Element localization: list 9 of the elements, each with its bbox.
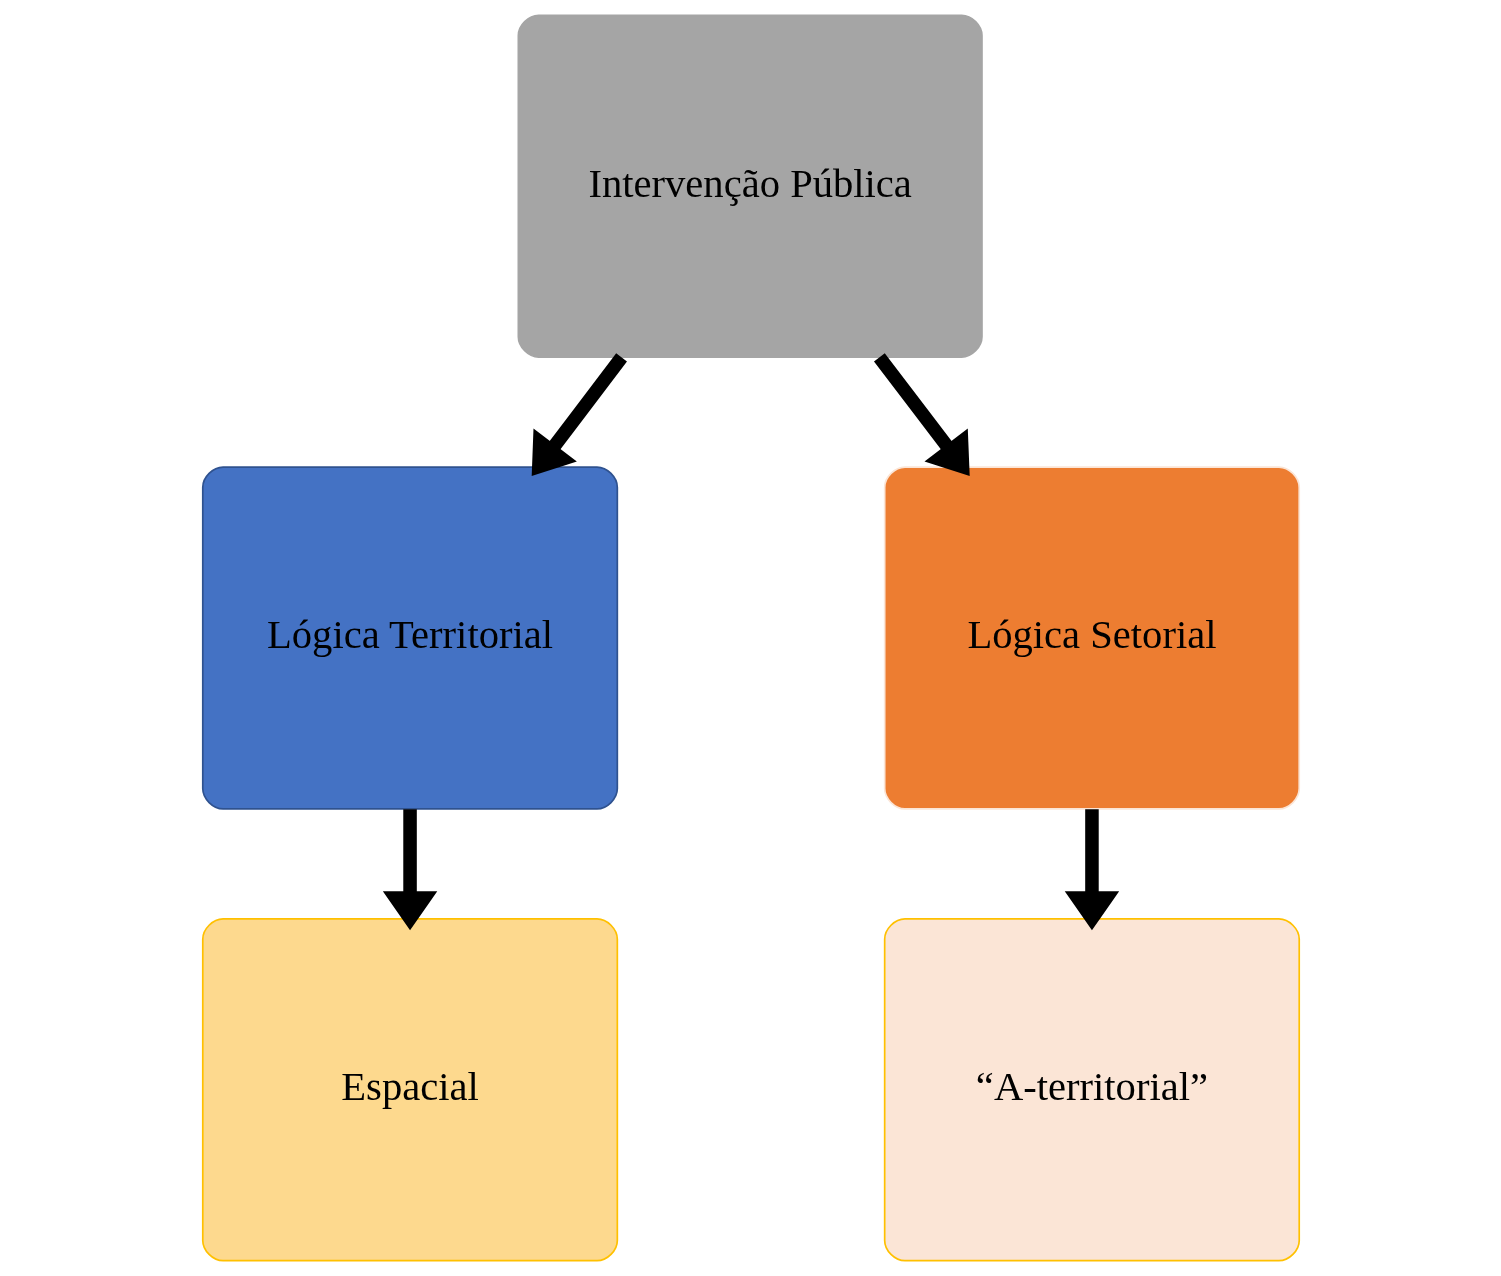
- node-box: “A-territorial”: [883, 918, 1300, 1262]
- arrow: [873, 353, 970, 476]
- arrow: [531, 353, 627, 476]
- arrow: [382, 809, 437, 931]
- node-box: Intervenção Pública: [517, 14, 983, 358]
- node-box: Espacial: [201, 918, 618, 1262]
- node-box: Lógica Territorial: [201, 466, 618, 810]
- node-box: Lógica Setorial: [883, 466, 1300, 810]
- arrow: [1064, 809, 1119, 931]
